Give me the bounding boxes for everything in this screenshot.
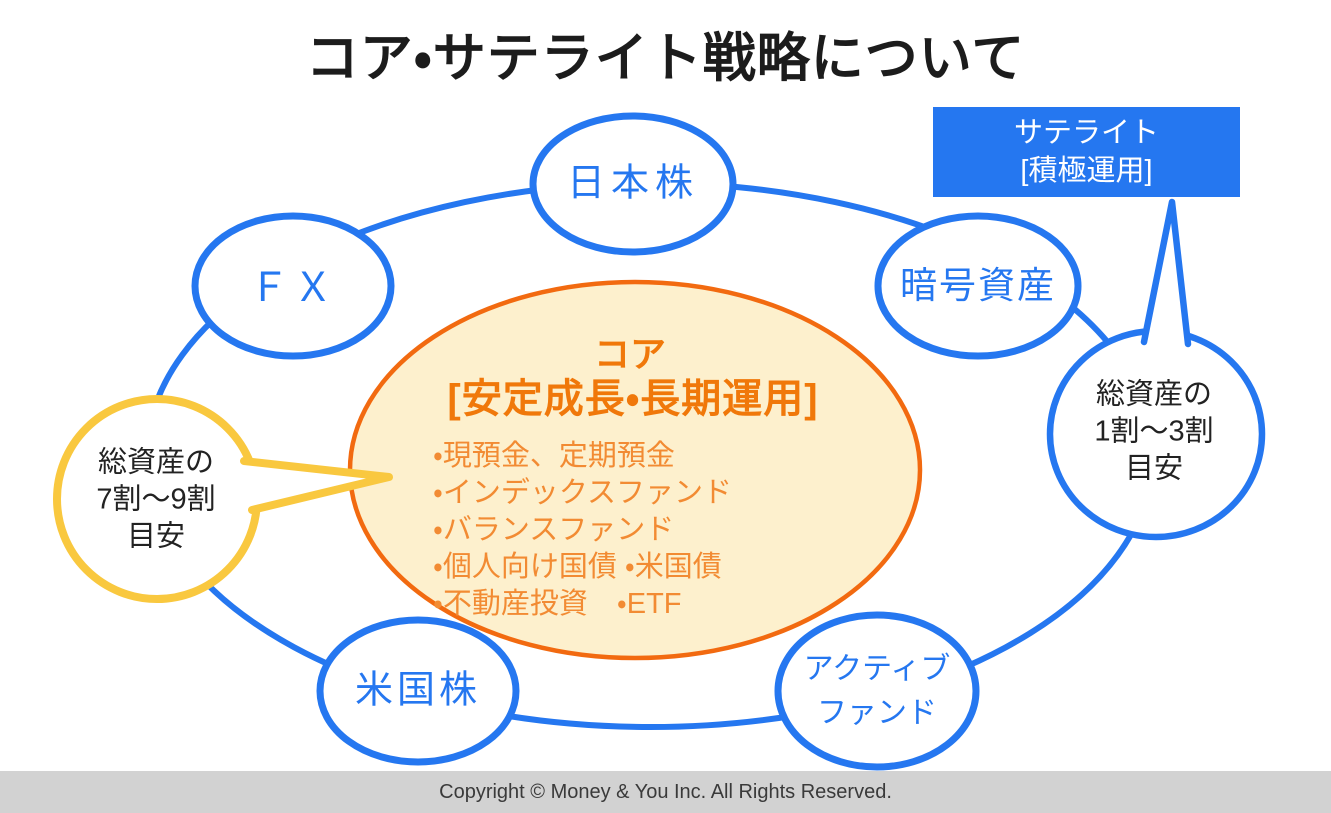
right-callout-tail: [1140, 198, 1192, 348]
us-stocks-label: 米国株: [354, 669, 482, 712]
core-asset-item: ・バランスファンド: [433, 514, 675, 546]
japan-stocks-circle: [529, 112, 737, 256]
satellite-share-callout-label: 総資産の 1割〜3割 目安: [1094, 378, 1214, 485]
us-stocks-circle: [316, 616, 520, 766]
satellite-legend-box: サテライト [積極運用]: [933, 107, 1240, 197]
japan-stocks-label: 日本株: [566, 162, 700, 205]
active-fund-circle: [774, 611, 980, 771]
footer-bar: Copyright © Money & You Inc. All Rights …: [0, 771, 1331, 813]
core-share-callout-label: 総資産の 7割〜9割 目安: [96, 446, 216, 553]
fx-circle: [191, 212, 395, 360]
fx-label: ＦＸ: [249, 266, 337, 310]
core-heading: コア: [593, 333, 667, 375]
left-callout-tail: [240, 457, 393, 514]
crypto-assets-label: 暗号資産: [900, 264, 1056, 306]
crypto-assets-circle: [874, 212, 1082, 360]
core-asset-item: ・現預金、定期預金: [433, 440, 675, 472]
core-asset-item: ・個人向け国債 ・米国債: [433, 551, 722, 583]
active-fund-label: アクティブ ファンド: [803, 652, 951, 730]
core-asset-list: ・現預金、定期預金 ・インデックスファンド ・バランスファンド ・個人向け国債 …: [433, 438, 732, 623]
core-asset-item: ・不動産投資 ・ETF: [433, 588, 682, 620]
copyright-text: Copyright © Money & You Inc. All Rights …: [439, 780, 892, 803]
satellite-legend-label: サテライト [積極運用]: [1013, 116, 1159, 187]
core-subheading: [安定成長・長期運用]: [447, 377, 819, 421]
page-title: コア・サテライト戦略について: [305, 29, 1026, 88]
core-asset-item: ・インデックスファンド: [433, 477, 732, 509]
